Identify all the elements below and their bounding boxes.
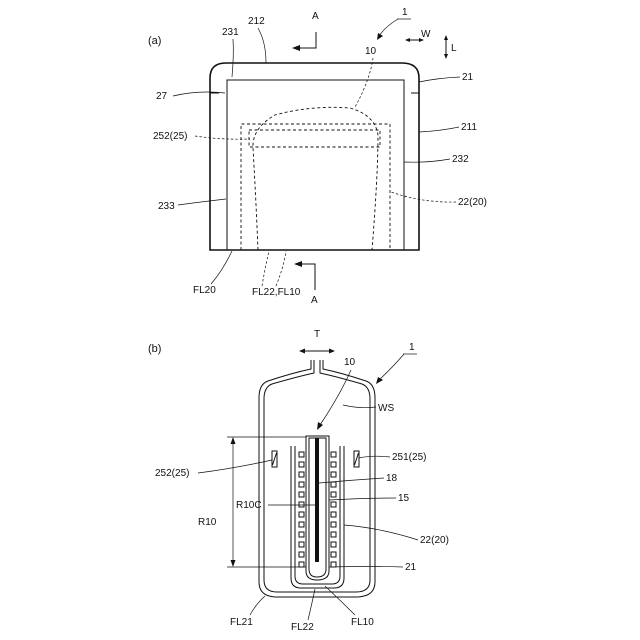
label-22-b: 22(20) bbox=[420, 535, 449, 546]
arrowhead-1-b bbox=[376, 377, 383, 384]
label-FL10: FL10 bbox=[351, 617, 374, 628]
section-arrowhead-top bbox=[292, 45, 300, 51]
leader-27 bbox=[173, 92, 225, 96]
square-l12 bbox=[299, 562, 304, 567]
leader-21-b bbox=[329, 567, 403, 568]
label-WS: WS bbox=[378, 403, 394, 414]
label-212: 212 bbox=[248, 16, 265, 27]
label-15: 15 bbox=[398, 493, 410, 504]
label-FL20: FL20 bbox=[193, 285, 216, 296]
square-r5 bbox=[331, 492, 336, 497]
square-r8 bbox=[331, 522, 336, 527]
label-10-a: 10 bbox=[365, 46, 377, 57]
label-232: 232 bbox=[452, 154, 469, 165]
square-r10 bbox=[331, 542, 336, 547]
label-27: 27 bbox=[156, 91, 168, 102]
label-211: 211 bbox=[461, 122, 477, 133]
leader-FL21 bbox=[250, 596, 265, 615]
leader-212 bbox=[258, 28, 266, 63]
label-10-b: 10 bbox=[344, 357, 356, 368]
leader-10-a bbox=[355, 58, 373, 107]
square-l11 bbox=[299, 552, 304, 557]
square-l7 bbox=[299, 512, 304, 517]
leader-FL22 bbox=[262, 251, 269, 286]
label-R10: R10 bbox=[198, 517, 217, 528]
square-r1 bbox=[331, 452, 336, 457]
panel-b: (b) bbox=[148, 329, 449, 633]
leader-21-a bbox=[419, 77, 460, 82]
square-l1 bbox=[299, 452, 304, 457]
label-T: T bbox=[314, 329, 320, 340]
label-A-bottom: A bbox=[311, 295, 318, 306]
leader-22-a bbox=[391, 192, 456, 202]
square-l5 bbox=[299, 492, 304, 497]
electrode-18 bbox=[315, 438, 319, 562]
panel-a: (a) A A W L 1 231 21 bbox=[148, 7, 487, 306]
square-l2 bbox=[299, 462, 304, 467]
label-1-b: 1 bbox=[409, 342, 415, 353]
square-l4 bbox=[299, 482, 304, 487]
leader-232 bbox=[404, 159, 450, 162]
label-251-b: 251(25) bbox=[392, 452, 426, 463]
label-1-a: 1 bbox=[402, 7, 408, 18]
leader-233 bbox=[178, 199, 226, 205]
label-252-a: 252(25) bbox=[153, 131, 187, 142]
section-arrowhead-bottom bbox=[294, 261, 302, 267]
arrowhead-10-b bbox=[317, 422, 323, 430]
label-18: 18 bbox=[386, 473, 398, 484]
label-FL22-FL10: FL22,FL10 bbox=[252, 287, 301, 298]
square-r9 bbox=[331, 532, 336, 537]
square-l3 bbox=[299, 472, 304, 477]
label-FL21: FL21 bbox=[230, 617, 253, 628]
square-r12 bbox=[331, 562, 336, 567]
square-r2 bbox=[331, 462, 336, 467]
square-l6 bbox=[299, 502, 304, 507]
electrode-252-hatch bbox=[273, 453, 277, 465]
label-L: L bbox=[451, 43, 457, 54]
leader-211 bbox=[419, 127, 459, 132]
leader-1-b bbox=[379, 354, 404, 380]
leader-FL22-b bbox=[308, 589, 315, 620]
label-22-a: 22(20) bbox=[458, 197, 487, 208]
leader-15 bbox=[329, 498, 396, 500]
label-21-a: 21 bbox=[462, 72, 474, 83]
square-r11 bbox=[331, 552, 336, 557]
body-10-dashed bbox=[253, 107, 378, 250]
square-l8 bbox=[299, 522, 304, 527]
label-A-top: A bbox=[312, 11, 319, 22]
square-r4 bbox=[331, 482, 336, 487]
square-l9 bbox=[299, 532, 304, 537]
square-l10 bbox=[299, 542, 304, 547]
section-arrow-bottom bbox=[300, 264, 315, 290]
label-252-b: 252(25) bbox=[155, 468, 189, 479]
leader-1-a bbox=[379, 19, 398, 36]
label-233: 233 bbox=[158, 201, 175, 212]
leader-WS bbox=[343, 405, 376, 408]
label-W: W bbox=[421, 29, 431, 40]
label-R10C: R10C bbox=[236, 500, 262, 511]
square-r3 bbox=[331, 472, 336, 477]
electrode-251-hatch bbox=[355, 453, 359, 465]
leader-231 bbox=[232, 39, 233, 77]
label-231: 231 bbox=[222, 27, 239, 38]
sheet-outline-dashed bbox=[241, 124, 390, 250]
leader-252-b bbox=[198, 460, 272, 473]
leader-FL20 bbox=[211, 251, 232, 284]
panel-b-tag: (b) bbox=[148, 343, 161, 355]
label-FL22-b: FL22 bbox=[291, 622, 314, 633]
leader-252-a bbox=[195, 136, 250, 139]
label-21-b: 21 bbox=[405, 562, 417, 573]
leader-22-b bbox=[344, 525, 418, 540]
leader-FL10 bbox=[325, 586, 355, 615]
section-arrow-top bbox=[298, 32, 316, 48]
electrode-252-dashed bbox=[249, 130, 380, 147]
leader-10-b bbox=[320, 370, 351, 425]
square-r7 bbox=[331, 512, 336, 517]
leader-FL10 bbox=[276, 251, 286, 286]
panel-a-tag: (a) bbox=[148, 35, 161, 47]
square-r6 bbox=[331, 502, 336, 507]
